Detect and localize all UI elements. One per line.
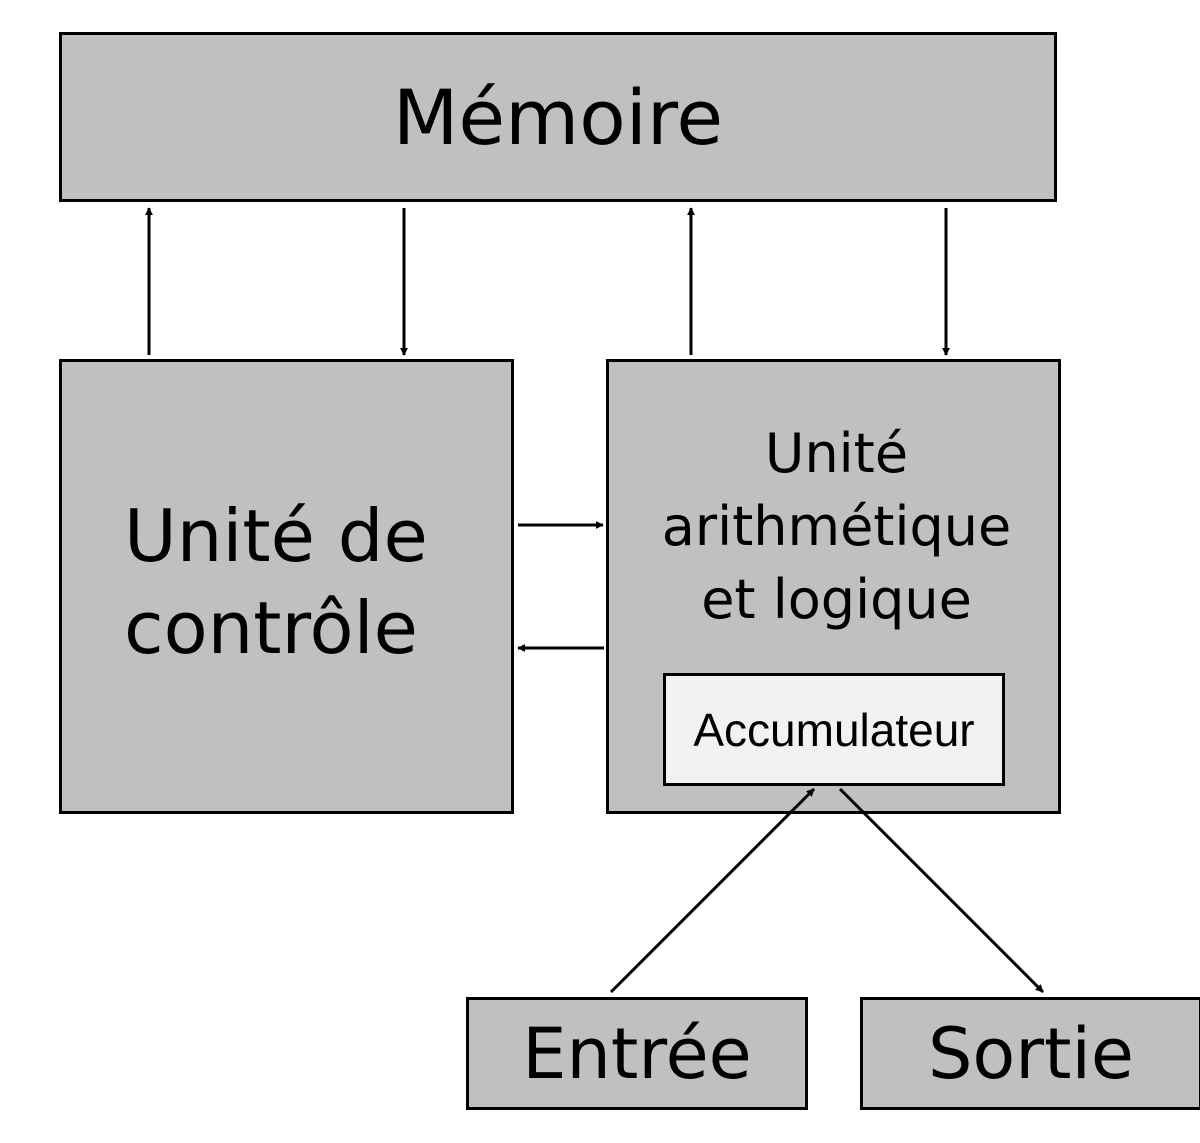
alu-label-line3: et logique: [701, 568, 972, 631]
alu-label-line1: Unité: [764, 422, 909, 485]
memory-block: Mémoire: [59, 32, 1057, 202]
input-label: Entrée: [522, 1012, 752, 1095]
control-unit-label-line2: contrôle: [124, 586, 418, 670]
accumulator-label: Accumulateur: [693, 703, 975, 756]
accumulator-block: Accumulateur: [663, 673, 1005, 786]
arrow-input-to-accumulator: [609, 787, 816, 994]
control-unit-block: Unité de contrôle: [59, 359, 514, 814]
arrow-accumulator-to-output: [838, 787, 1045, 994]
output-block: Sortie: [860, 997, 1200, 1110]
memory-label: Mémoire: [392, 72, 724, 162]
alu-label-line2: arithmétique: [661, 495, 1012, 558]
control-unit-label-line1: Unité de: [124, 494, 428, 578]
output-label: Sortie: [927, 1012, 1134, 1095]
input-block: Entrée: [466, 997, 808, 1110]
